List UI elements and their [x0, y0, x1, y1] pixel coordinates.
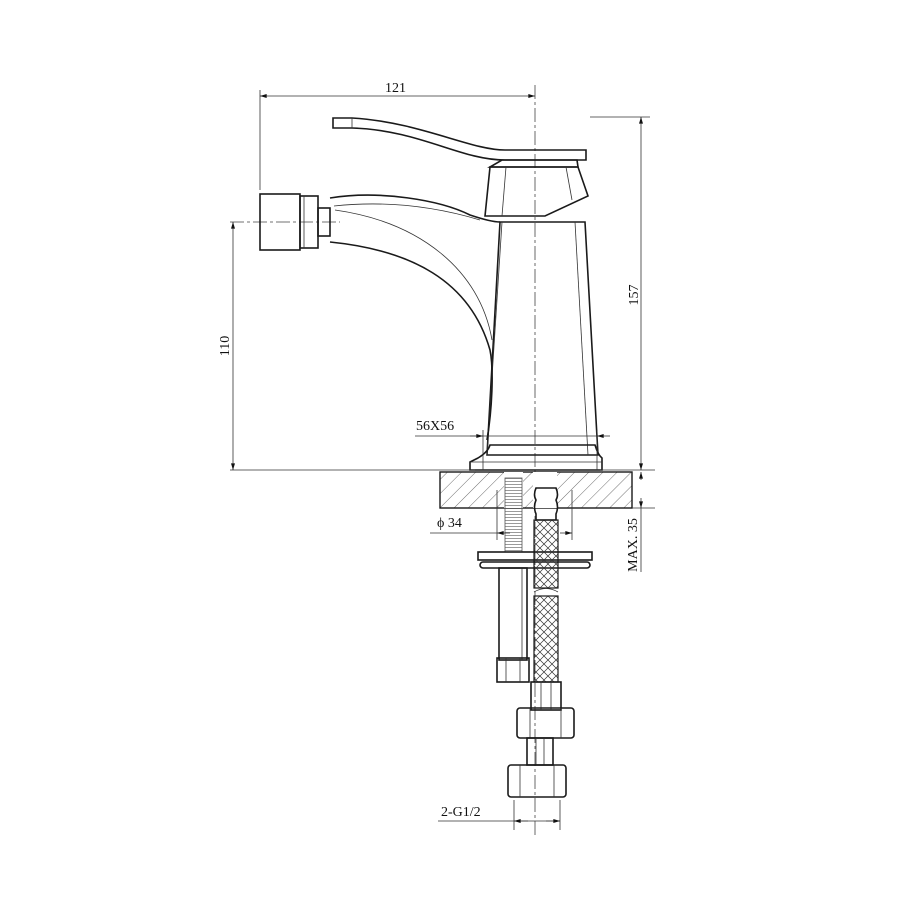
flexible-hose — [507, 487, 575, 798]
dimension-deck-thickness — [600, 469, 655, 572]
label-hole-diameter: ϕ 34 — [437, 516, 462, 531]
label-deck-thickness: MAX. 35 — [626, 518, 641, 572]
dimension-connection — [438, 800, 561, 830]
dimension-base-size — [415, 430, 610, 470]
label-base-size: 56X56 — [416, 419, 454, 434]
label-spout-height: 110 — [218, 336, 233, 356]
label-reach: 121 — [385, 81, 406, 96]
dimension-hole-diameter — [430, 490, 573, 540]
aerator — [259, 193, 331, 251]
dimension-spout-height — [230, 222, 475, 471]
label-total-height: 157 — [627, 285, 642, 306]
threaded-rod — [496, 477, 530, 683]
dimension-total-height — [590, 116, 650, 470]
handle-lever — [332, 117, 587, 161]
dimension-reach — [259, 90, 535, 190]
faucet-body — [469, 221, 603, 471]
label-connection: 2-G1/2 — [441, 805, 481, 820]
cartridge-housing — [484, 159, 589, 217]
spout — [329, 194, 501, 441]
